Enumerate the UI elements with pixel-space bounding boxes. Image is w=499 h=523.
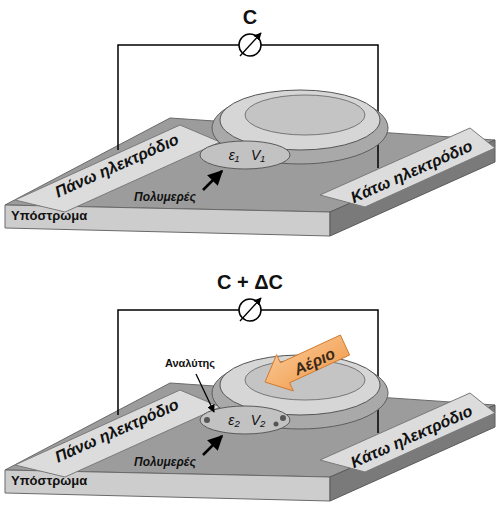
polymer-label: Πολυμερές — [134, 455, 196, 469]
substrate-label: Υπόστρωμα — [11, 208, 92, 224]
volume-label: V₂ — [251, 412, 266, 429]
capacitance-label: C — [243, 5, 257, 29]
volume-label: V₁ — [251, 147, 265, 164]
substrate-face: Υπόστρωμα — [9, 208, 94, 226]
analyte-label: Αναλύτης — [165, 357, 215, 370]
capacitance-label: C + ΔC — [217, 270, 283, 294]
permittivity-label: ε₁ — [229, 147, 240, 164]
substrate-face: Υπόστρωμα — [9, 473, 94, 491]
substrate-label: Υπόστρωμα — [11, 473, 92, 489]
polymer-label: Πολυμερές — [134, 190, 196, 204]
permittivity-label: ε₂ — [228, 412, 240, 429]
